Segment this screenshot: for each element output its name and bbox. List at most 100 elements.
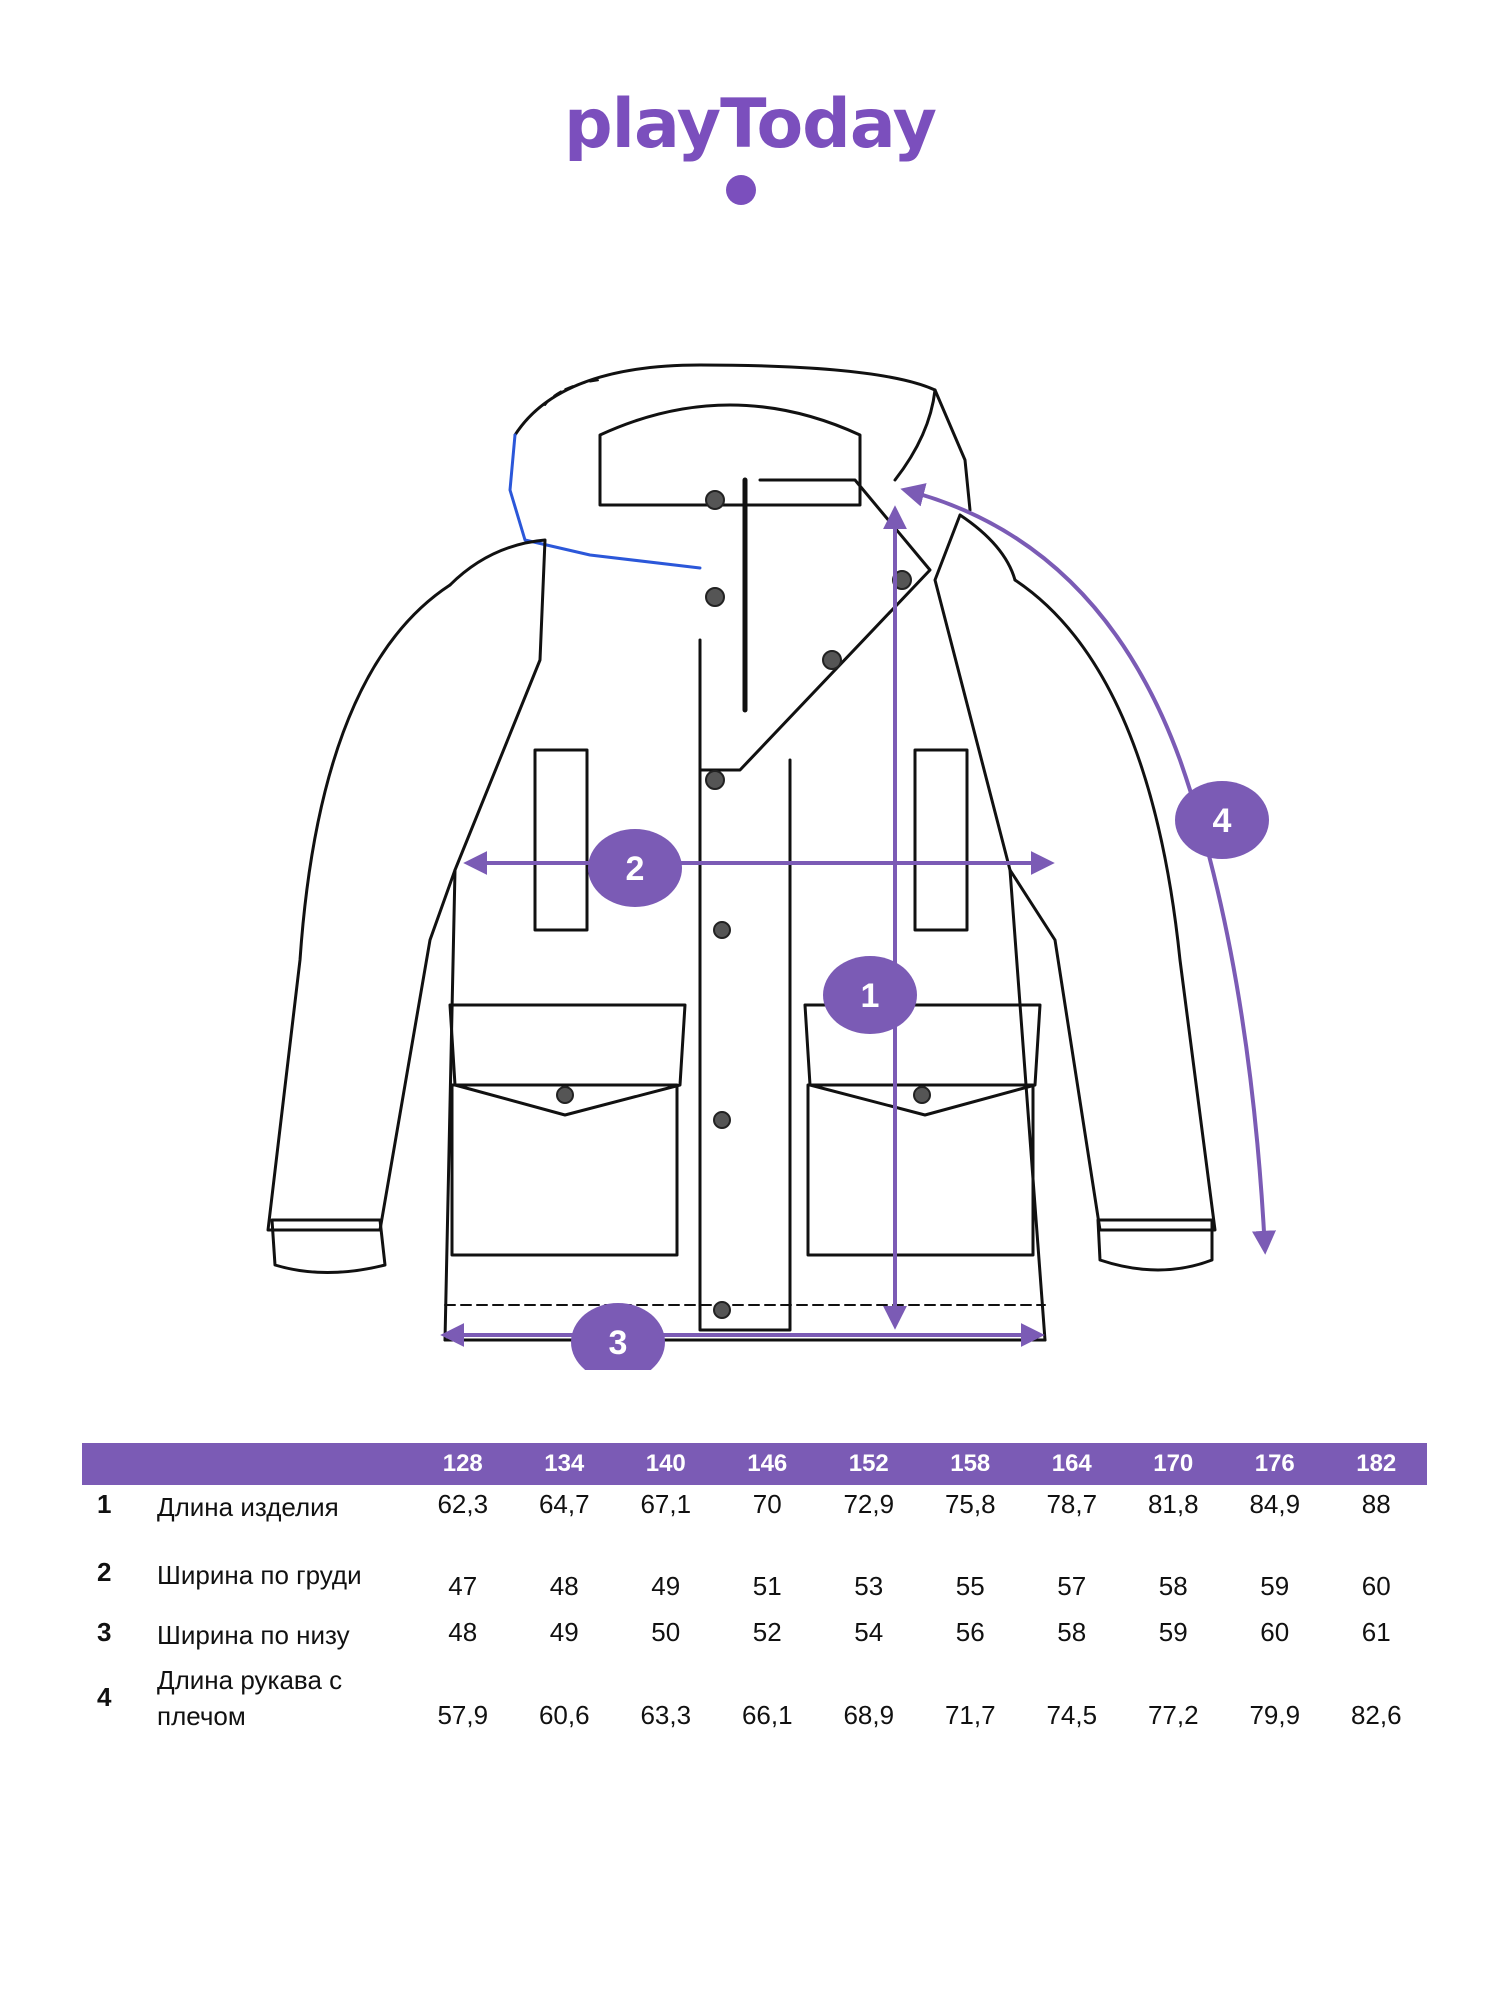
marker-2: 2	[626, 850, 645, 888]
table-row: 3 Ширина по низу 48 49 50 52 54 56 58 59…	[82, 1617, 1427, 1662]
table-cell: 51	[752, 1571, 782, 1601]
table-cell: 55	[955, 1571, 985, 1601]
button	[705, 770, 725, 790]
table-cell: 66,1	[741, 1700, 793, 1730]
brand-logo-dot	[726, 175, 756, 205]
size-header: 170	[1153, 1450, 1194, 1477]
table-cell: 84,9	[1249, 1489, 1301, 1519]
table-cell: 67,1	[640, 1489, 692, 1519]
table-cell: 52	[752, 1617, 782, 1647]
hood-outline	[513, 363, 972, 512]
marker-1: 1	[861, 977, 880, 1015]
table-row: 1 Длина изделия 62,3 64,7 67,1 70 72,9 7…	[82, 1485, 1427, 1549]
table-cell: 47	[448, 1571, 478, 1601]
button	[713, 921, 731, 939]
button	[705, 587, 725, 607]
size-header: 140	[645, 1450, 686, 1477]
pocket-right	[806, 1083, 1035, 1257]
table-cell: 61	[1361, 1617, 1391, 1647]
marker-bubble-2	[588, 829, 682, 907]
marker-4: 4	[1213, 802, 1232, 840]
table-cell: 68,9	[843, 1700, 895, 1730]
welt-pocket-right	[913, 748, 969, 932]
welt-pocket-left	[533, 748, 589, 932]
body-right	[933, 513, 1047, 1342]
hood-blue-edge	[508, 433, 702, 570]
size-header: 152	[848, 1450, 889, 1477]
table-cell: 49	[651, 1571, 681, 1601]
table-cell: 48	[448, 1617, 478, 1647]
table-cell: 62,3	[437, 1489, 489, 1519]
pocket-flap-left	[448, 1003, 687, 1117]
cuff-right	[1096, 1218, 1214, 1272]
brand-logo: playToday	[564, 85, 937, 164]
collar	[598, 403, 862, 507]
table-cell: 78,7	[1046, 1489, 1098, 1519]
table-cell: 71,7	[944, 1700, 996, 1730]
table-row: 2 Ширина по груди 47 48 49 51 53 55 57 5…	[82, 1549, 1427, 1617]
button	[913, 1086, 931, 1104]
button	[713, 1301, 731, 1319]
marker-bubble-3	[571, 1303, 665, 1370]
cuff-left	[270, 1218, 387, 1274]
table-cell: 59	[1260, 1571, 1290, 1601]
placket	[698, 638, 792, 1332]
size-header: 134	[544, 1450, 585, 1477]
row-label: Длина рукава с плечом	[157, 1665, 343, 1731]
pocket-left	[450, 1083, 679, 1257]
body-left	[443, 538, 547, 1342]
table-cell: 75,8	[944, 1489, 996, 1519]
table-cell: 50	[651, 1617, 681, 1647]
table-cell: 60,6	[538, 1700, 590, 1730]
table-cell: 70	[752, 1489, 782, 1519]
row-label: Ширина по низу	[157, 1620, 350, 1650]
hood-inner	[544, 379, 601, 406]
table-cell: 60	[1361, 1571, 1391, 1601]
table-cell: 56	[955, 1617, 985, 1647]
table-cell: 82,6	[1350, 1700, 1402, 1730]
table-cell: 79,9	[1249, 1700, 1301, 1730]
table-cell: 60	[1260, 1617, 1290, 1647]
size-header: 176	[1254, 1450, 1295, 1477]
marker-bubble-1	[823, 956, 917, 1034]
button	[705, 490, 725, 510]
sleeve-left	[266, 583, 457, 1232]
row-label: Ширина по груди	[157, 1560, 362, 1590]
button	[822, 650, 842, 670]
sleeve-right	[1008, 578, 1217, 1232]
table-cell: 72,9	[843, 1489, 895, 1519]
table-cell: 88	[1361, 1489, 1391, 1519]
size-header-row: 128 134 140 146 152 158 164 170 176 182	[82, 1443, 1427, 1485]
row-number: 1	[97, 1489, 112, 1519]
table-cell: 53	[854, 1571, 884, 1601]
table-cell: 58	[1057, 1617, 1087, 1647]
size-header: 146	[747, 1450, 788, 1477]
size-header: 158	[950, 1450, 991, 1477]
table-cell: 49	[549, 1617, 579, 1647]
table-cell: 58	[1158, 1571, 1188, 1601]
table-cell: 64,7	[538, 1489, 590, 1519]
table-cell: 48	[549, 1571, 579, 1601]
table-cell: 77,2	[1147, 1700, 1199, 1730]
measure-line-sleeve	[900, 483, 1276, 1255]
table-cell: 74,5	[1046, 1700, 1098, 1730]
marker-3: 3	[609, 1324, 628, 1362]
button	[713, 1111, 731, 1129]
hood-seam	[893, 388, 937, 482]
table-cell: 54	[854, 1617, 884, 1647]
row-number: 4	[97, 1682, 112, 1712]
row-number: 3	[97, 1617, 112, 1647]
size-table: 128 134 140 146 152 158 164 170 176 182 …	[82, 1443, 1427, 1762]
size-header: 164	[1051, 1450, 1092, 1477]
marker-bubble-4	[1175, 781, 1269, 859]
table-cell: 59	[1158, 1617, 1188, 1647]
table-cell: 63,3	[640, 1700, 692, 1730]
row-label: Длина изделия	[157, 1492, 339, 1522]
table-cell: 57	[1057, 1571, 1087, 1601]
table-row: 4 Длина рукава с плечом 57,9 60,6 63,3 6…	[82, 1662, 1427, 1762]
jacket-diagram: 1 2 3 4	[266, 363, 1276, 1370]
row-number: 2	[97, 1557, 112, 1587]
button	[556, 1086, 574, 1104]
table-cell: 81,8	[1147, 1489, 1199, 1519]
table-cell: 57,9	[437, 1700, 489, 1730]
